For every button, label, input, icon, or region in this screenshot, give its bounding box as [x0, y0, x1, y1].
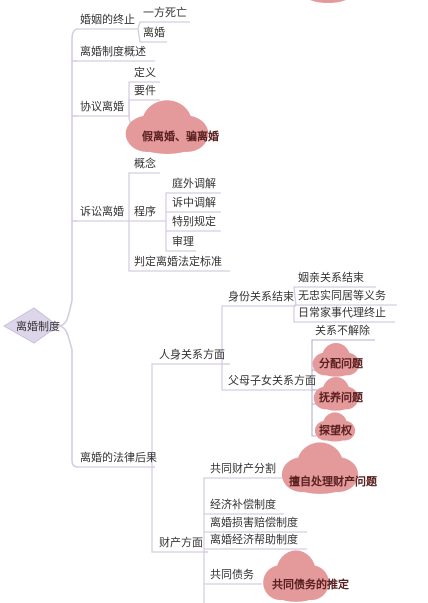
node-legal-consequences[interactable]: 离婚的法律后果 — [80, 451, 157, 464]
node-joint-property-division[interactable]: 共同财产分割 — [210, 462, 276, 475]
cloud-visitation[interactable]: 探望权 — [319, 424, 352, 437]
node-compensation[interactable]: 经济补偿制度 — [210, 498, 276, 511]
connector-line — [151, 363, 230, 468]
node-definition[interactable]: 定义 — [134, 66, 156, 79]
connector-line — [128, 99, 160, 116]
node-agreement-divorce[interactable]: 协议离婚 — [80, 100, 124, 113]
node-end-of-marriage[interactable]: 婚姻的终止 — [80, 13, 135, 26]
cloud-shape-visitation — [314, 412, 356, 442]
connector-line — [293, 306, 395, 323]
cloud-shape-allocation — [312, 343, 360, 377]
connector-line — [221, 305, 296, 365]
node-procedure[interactable]: 程序 — [134, 205, 156, 218]
connector-line — [151, 467, 208, 553]
connector-line — [57, 325, 79, 468]
node-damages[interactable]: 离婚损害赔偿制度 — [210, 516, 298, 529]
connector-line — [160, 192, 221, 222]
node-death[interactable]: 一方死亡 — [143, 6, 187, 19]
node-personal-relations[interactable]: 人身关系方面 — [159, 348, 225, 361]
connector-line — [311, 404, 316, 437]
cloud-shape-fake-divorce — [125, 100, 209, 154]
node-joint-debt[interactable]: 共同债务 — [210, 568, 254, 581]
cloud-unauthorized-disposal[interactable]: 擅自处理财产问题 — [289, 475, 377, 488]
connector-line — [128, 172, 160, 221]
connector-line — [203, 477, 284, 553]
cloud-top-partial — [310, 0, 346, 3]
root-node[interactable]: 离婚制度 — [16, 320, 60, 333]
connector-line — [128, 221, 230, 272]
cloud-fake-divorce[interactable]: 假离婚、骗离婚 — [142, 130, 219, 143]
node-economic-help[interactable]: 离婚经济帮助制度 — [210, 533, 298, 546]
cloud-allocation[interactable]: 分配问题 — [319, 357, 363, 370]
connector-line — [165, 231, 196, 252]
node-standard[interactable]: 判定离婚法定标准 — [134, 255, 222, 268]
node-no-fidelity-duty[interactable]: 无忠实同居等义务 — [298, 289, 386, 302]
cloud-shape-joint-debt — [263, 550, 329, 602]
node-trial[interactable]: 审理 — [172, 235, 194, 248]
node-agency-ended[interactable]: 日常家事代理终止 — [298, 306, 386, 319]
connector-line — [221, 364, 325, 391]
node-in-law-ended[interactable]: 姻亲关系结束 — [298, 271, 364, 284]
node-requirements[interactable]: 要件 — [134, 84, 156, 97]
connector-line — [137, 28, 167, 43]
node-special-rules[interactable]: 特别规定 — [172, 215, 216, 228]
node-mediation-out[interactable]: 庭外调解 — [172, 177, 216, 190]
root-diamond[interactable] — [3, 307, 59, 344]
cloud-custody[interactable]: 抚养问题 — [319, 391, 363, 404]
connector-line — [293, 286, 376, 307]
cloud-joint-debt-presumption[interactable]: 共同债务的推定 — [272, 578, 349, 591]
node-parent-child[interactable]: 父母子女关系方面 — [228, 374, 316, 387]
node-overview[interactable]: 离婚制度概述 — [80, 45, 146, 58]
connector-line — [57, 28, 79, 327]
connector-line — [137, 21, 190, 30]
node-divorce[interactable]: 离婚 — [143, 26, 165, 39]
cloud-shape-custody — [313, 377, 359, 411]
node-relation-not-dissolved[interactable]: 关系不解除 — [315, 324, 370, 337]
node-litigation-divorce[interactable]: 诉讼离婚 — [80, 205, 124, 218]
node-mediation-in[interactable]: 诉中调解 — [172, 196, 216, 209]
node-concept[interactable]: 概念 — [134, 157, 156, 170]
cloud-shape-unauthorized-disposal — [281, 442, 359, 494]
node-property[interactable]: 财产方面 — [159, 536, 203, 549]
node-identity-ended[interactable]: 身份关系结束 — [228, 290, 294, 303]
